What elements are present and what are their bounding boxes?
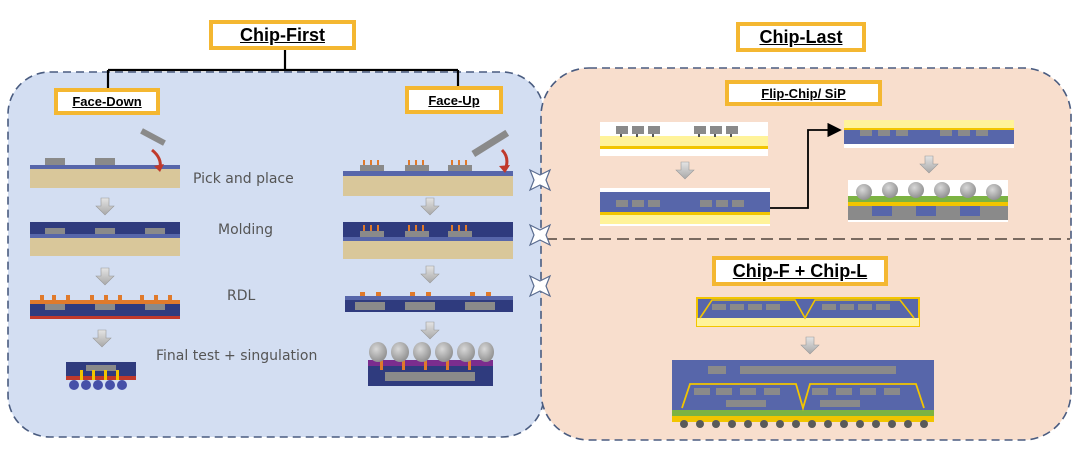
chip-last-title: Chip-Last <box>736 22 866 52</box>
face-down-pick-place <box>30 128 180 188</box>
face-up-pick-place <box>343 129 513 196</box>
flow-arrows-chip-first <box>92 197 440 348</box>
face-up-rdl <box>345 292 513 312</box>
flip-chip-flow-line <box>770 122 842 209</box>
face-up-molding <box>343 222 513 259</box>
step-label-molding: Molding <box>218 222 274 238</box>
chip-first-title: Chip-First <box>209 20 356 50</box>
flip-chip-arrow-1 <box>675 161 695 180</box>
step-label-pick-place: Pick and place <box>193 171 294 187</box>
face-down-title: Face-Down <box>54 88 160 115</box>
flip-chip-step4 <box>848 180 1008 222</box>
step-label-final-test: Final test + singulation <box>156 348 318 364</box>
flip-chip-arrow-2 <box>919 155 939 174</box>
step-label-rdl: RDL <box>227 288 256 304</box>
flip-chip-step1 <box>600 122 768 156</box>
face-up-final-package <box>368 342 494 386</box>
face-down-rdl <box>30 295 180 319</box>
hybrid-title: Chip-F + Chip-L <box>712 256 888 286</box>
face-up-title: Face-Up <box>405 86 503 114</box>
flip-chip-step2 <box>600 188 770 226</box>
panel-connector-icons <box>528 168 552 298</box>
flip-chip-step3 <box>844 120 1014 148</box>
hybrid-step1 <box>696 297 920 327</box>
hybrid-step2 <box>672 360 934 428</box>
flip-chip-title: Flip-Chip/ SiP <box>725 80 882 106</box>
face-down-molding <box>30 222 180 256</box>
face-down-final-package <box>66 362 136 390</box>
chip-last-panel <box>540 67 1072 441</box>
hybrid-arrow <box>800 336 820 355</box>
